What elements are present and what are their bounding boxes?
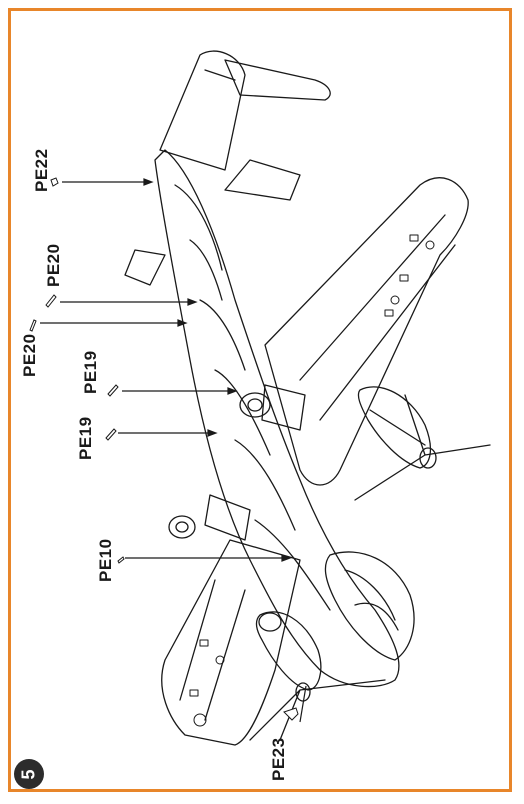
pe20b-part-icon — [29, 319, 37, 332]
step-number: 5 — [18, 768, 39, 780]
part-label-pe20: PE20 — [20, 333, 39, 377]
part-label-pe19: PE19 — [76, 416, 95, 460]
right-main-wheel — [239, 392, 271, 418]
part-label-pe20: PE20 — [44, 243, 63, 287]
part-label-pe10: PE10 — [96, 538, 115, 582]
right-engine-nacelle — [357, 386, 432, 469]
horizontal-stabilizer — [224, 59, 331, 101]
right-wing — [264, 177, 469, 486]
left-main-wheel — [168, 515, 196, 539]
right-propeller — [354, 394, 491, 501]
pe20a-part-icon — [45, 294, 57, 308]
cockpit-canopy — [324, 551, 415, 661]
pe10-part-icon — [117, 556, 125, 564]
part-label-pe19: PE19 — [81, 350, 100, 394]
pe19a-part-icon — [107, 384, 119, 397]
pe23-part-icon — [283, 707, 299, 721]
part-label-pe23: PE23 — [269, 737, 288, 781]
pe19b-part-icon — [105, 428, 117, 441]
part-label-pe22: PE22 — [32, 148, 51, 192]
step-number-badge: 5 — [14, 759, 44, 789]
vertical-tail — [159, 50, 246, 171]
nose-wheel — [258, 612, 282, 632]
fuselage — [154, 149, 400, 688]
left-propeller — [249, 679, 386, 741]
left-wing — [161, 539, 301, 746]
pe22-part-icon — [50, 177, 59, 187]
left-engine-nacelle — [255, 611, 322, 691]
